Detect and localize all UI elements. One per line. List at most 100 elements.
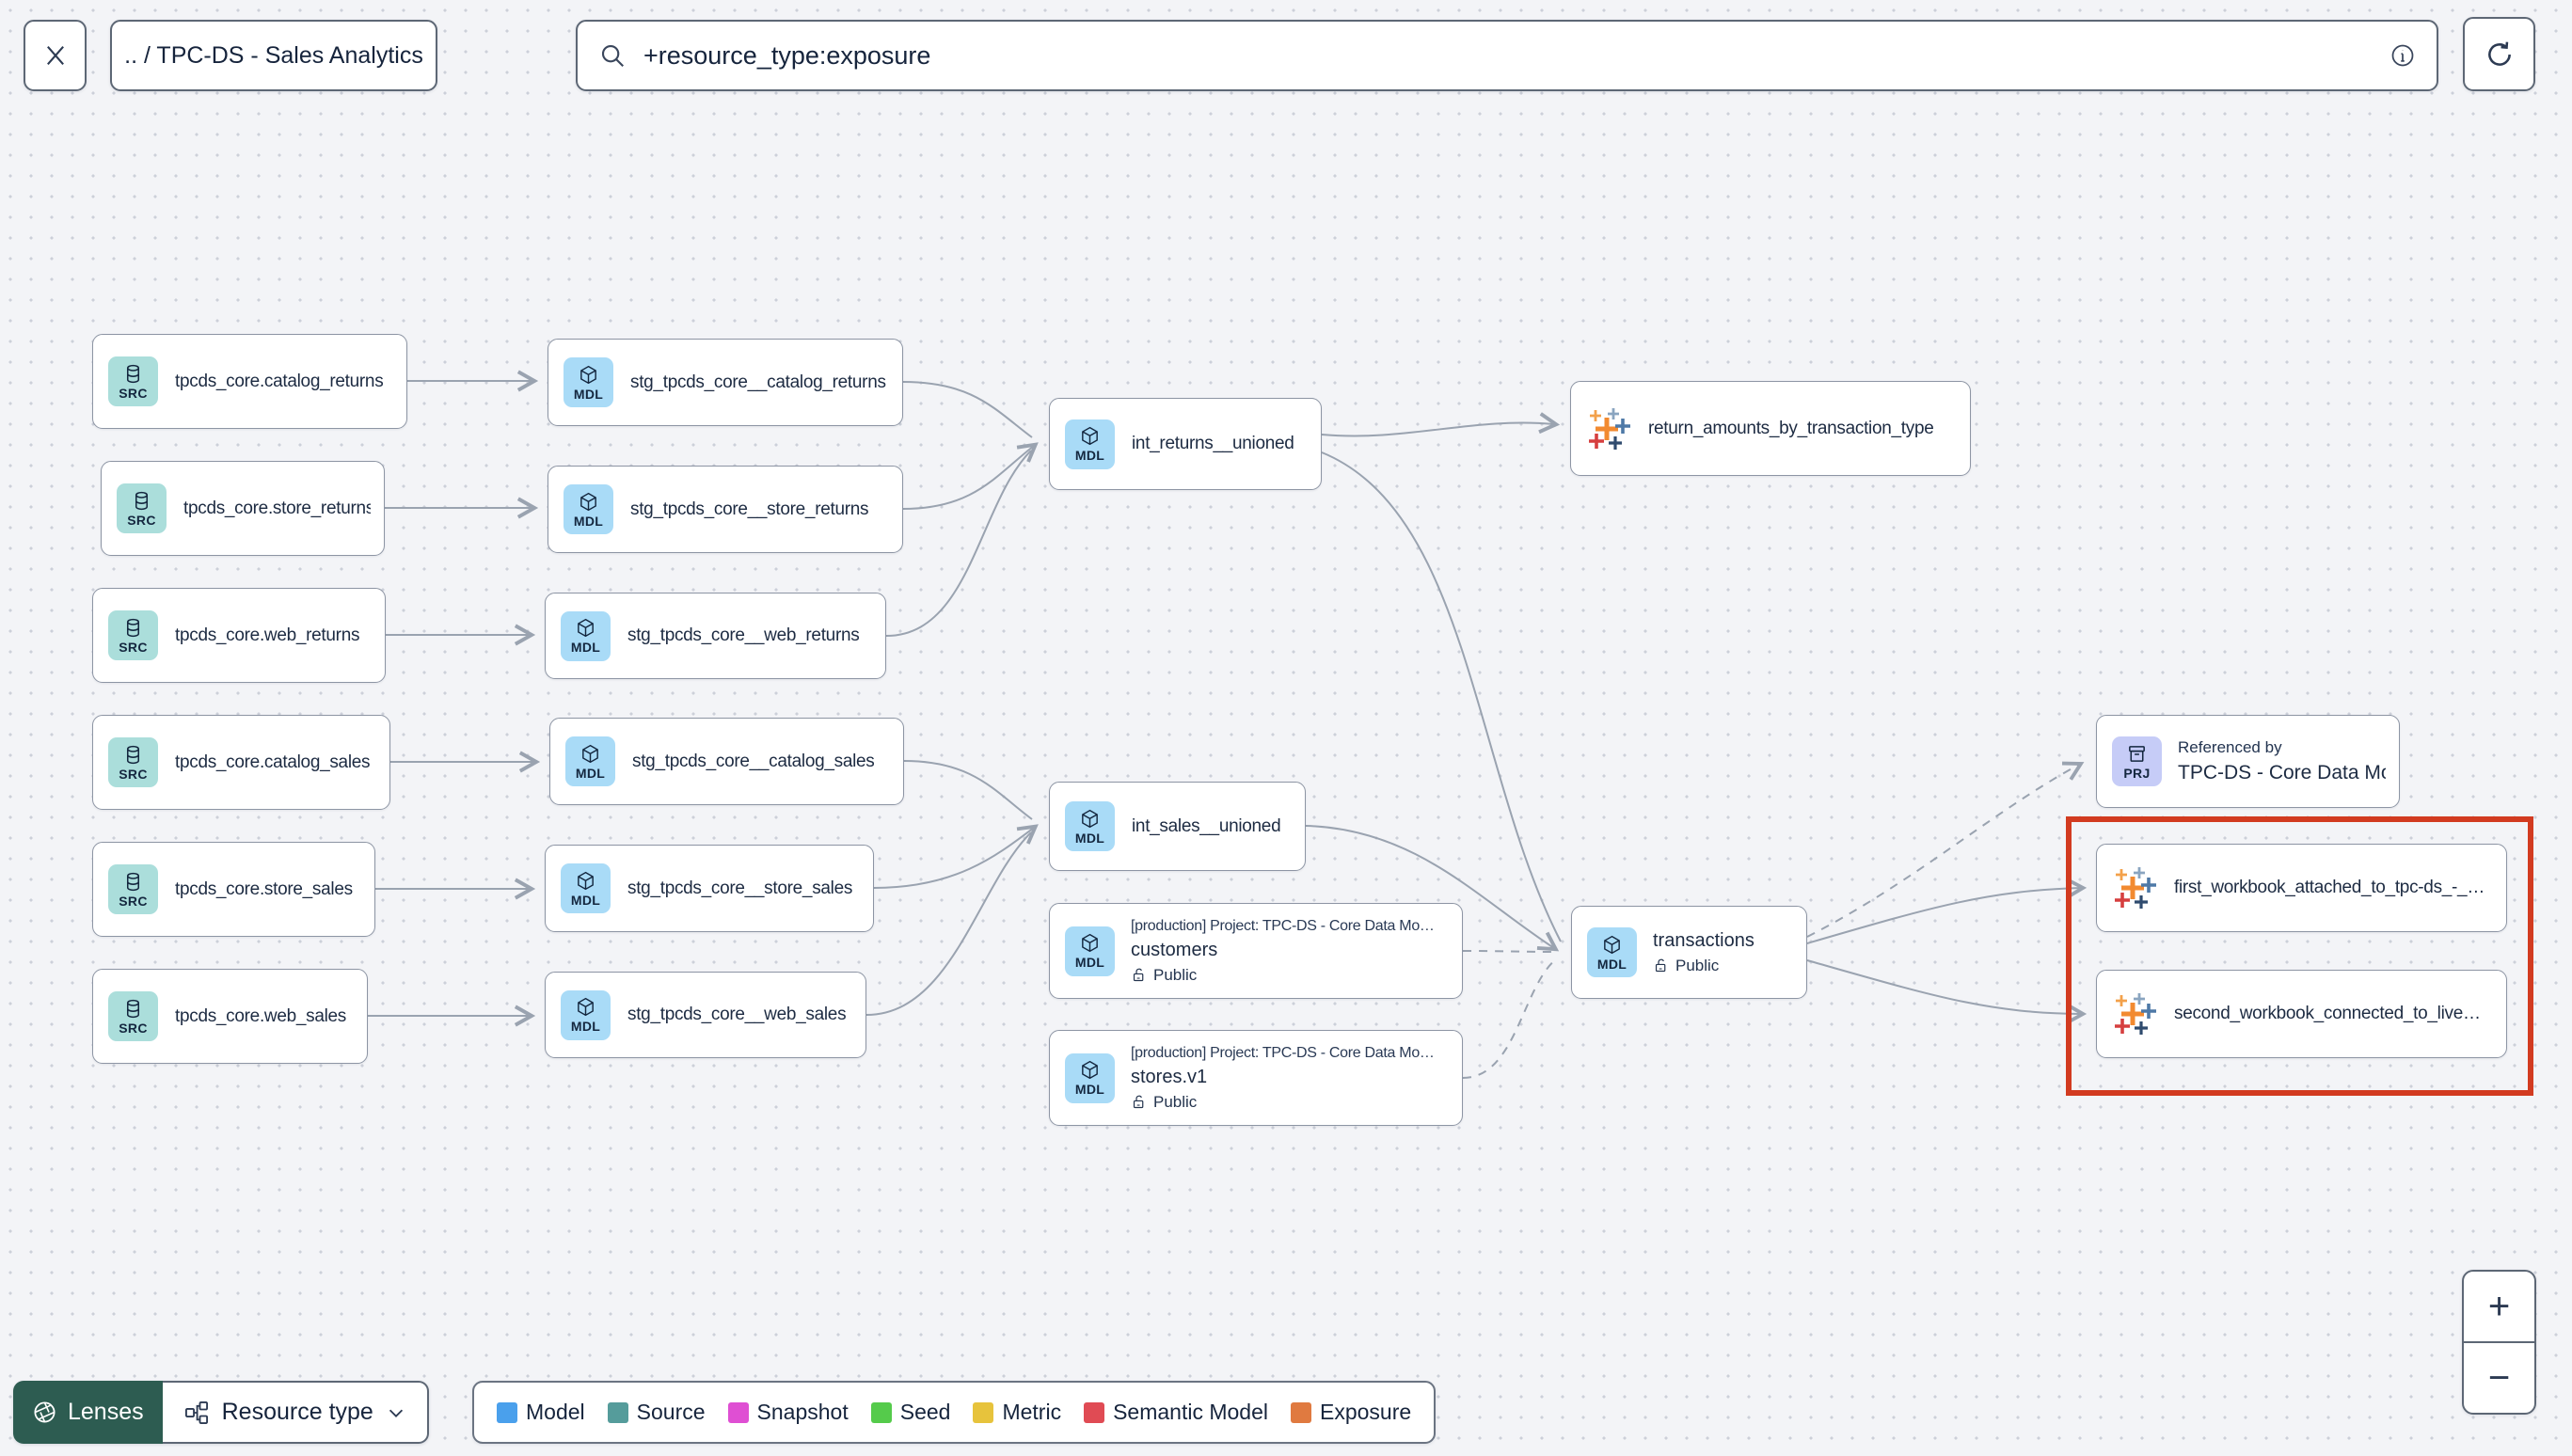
model-node-transactions[interactable]: MDL transactions Public — [1571, 906, 1807, 999]
referenced-by-label: Referenced by — [2178, 738, 2282, 756]
source-icon: SRC — [108, 356, 158, 406]
close-button[interactable] — [24, 20, 87, 91]
source-node-web-sales[interactable]: SRC tpcds_core.web_sales — [92, 969, 368, 1064]
model-node-customers[interactable]: MDL [production] Project: TPC-DS - Core … — [1049, 903, 1463, 999]
project-node-referenced-by[interactable]: PRJ Referenced by TPC-DS - Core Data Mod… — [2096, 715, 2400, 808]
model-node-stg-web-sales[interactable]: MDL stg_tpcds_core__web_sales — [545, 972, 866, 1058]
model-icon: MDL — [1587, 927, 1637, 977]
source-icon: SRC — [108, 864, 158, 914]
source-color-swatch — [607, 1401, 628, 1423]
cube-icon — [582, 744, 598, 763]
legend-item-metric: Metric — [973, 1400, 1061, 1425]
info-circle-icon[interactable] — [2389, 42, 2416, 69]
model-icon: MDL — [561, 610, 611, 661]
source-icon: SRC — [108, 737, 158, 787]
lock-open-icon — [1133, 968, 1144, 982]
model-name-label: customers — [1131, 939, 1218, 960]
database-icon — [126, 999, 140, 1018]
breadcrumb-label: .. / TPC-DS - Sales Analytics — [124, 41, 423, 69]
cube-icon — [1082, 809, 1098, 828]
cube-icon — [578, 871, 594, 890]
resource-type-legend: Model Source Snapshot Seed Metric Semant… — [472, 1381, 1437, 1444]
cube-icon — [1604, 935, 1620, 954]
chevron-down-icon — [389, 1409, 403, 1417]
tableau-icon — [2115, 867, 2156, 909]
breadcrumb[interactable]: .. / TPC-DS - Sales Analytics — [110, 20, 437, 91]
source-node-catalog-sales[interactable]: SRC tpcds_core.catalog_sales — [92, 715, 390, 810]
refresh-button[interactable] — [2463, 17, 2535, 91]
source-icon: SRC — [108, 991, 158, 1041]
source-node-store-sales[interactable]: SRC tpcds_core.store_sales — [92, 842, 375, 937]
exposure-node-second-workbook[interactable]: second_workbook_connected_to_live… — [2096, 970, 2507, 1058]
legend-item-semantic-model: Semantic Model — [1084, 1400, 1268, 1425]
database-icon — [126, 745, 140, 764]
workflow-icon — [184, 1401, 208, 1424]
model-node-stg-store-sales[interactable]: MDL stg_tpcds_core__store_sales — [545, 845, 874, 932]
project-context-label: [production] Project: TPC-DS - Core Data… — [1131, 917, 1435, 934]
lock-open-icon — [1133, 1095, 1144, 1109]
lenses-button[interactable]: Lenses — [13, 1381, 163, 1444]
refresh-icon — [2487, 41, 2511, 66]
cube-icon — [580, 492, 596, 511]
magnifier-icon — [601, 44, 625, 68]
metric-color-swatch — [973, 1401, 994, 1423]
exposure-color-swatch — [1291, 1401, 1311, 1423]
exposure-node-return-amounts[interactable]: return_amounts_by_transaction_type — [1570, 381, 1971, 476]
model-icon: MDL — [565, 736, 615, 786]
access-label: Public — [1653, 957, 1754, 975]
database-icon — [126, 618, 140, 637]
zoom-in-button[interactable]: + — [2464, 1272, 2534, 1343]
cube-icon — [1082, 426, 1098, 446]
source-node-store-returns[interactable]: SRC tpcds_core.store_returns — [101, 461, 385, 556]
model-node-int-sales-unioned[interactable]: MDL int_sales__unioned — [1049, 782, 1306, 871]
model-name-label: transactions — [1653, 929, 1754, 951]
legend-item-snapshot: Snapshot — [727, 1400, 849, 1425]
tableau-icon — [1589, 407, 1630, 450]
model-name-label: stores.v1 — [1131, 1066, 1208, 1087]
lenses-label: Lenses — [68, 1399, 144, 1425]
search-input[interactable] — [642, 40, 2374, 71]
source-node-catalog-returns[interactable]: SRC tpcds_core.catalog_returns — [92, 334, 407, 429]
database-icon — [126, 872, 140, 891]
aperture-icon — [34, 1401, 56, 1423]
model-node-stg-catalog-sales[interactable]: MDL stg_tpcds_core__catalog_sales — [549, 718, 904, 805]
cube-icon — [578, 997, 594, 1017]
model-icon: MDL — [564, 357, 613, 407]
model-icon: MDL — [1065, 801, 1115, 851]
seed-color-swatch — [870, 1401, 892, 1423]
model-icon: MDL — [1065, 419, 1115, 469]
tableau-icon — [2115, 993, 2156, 1035]
cube-icon — [1082, 933, 1098, 953]
database-icon — [126, 364, 140, 383]
search-bar — [576, 20, 2438, 91]
model-node-int-returns-unioned[interactable]: MDL int_returns__unioned — [1049, 398, 1322, 490]
zoom-controls: + − — [2462, 1270, 2536, 1415]
model-icon: MDL — [564, 484, 613, 534]
snapshot-color-swatch — [727, 1401, 749, 1423]
database-icon — [135, 491, 149, 510]
cube-icon — [580, 365, 596, 384]
legend-item-source: Source — [607, 1400, 706, 1425]
model-node-stg-store-returns[interactable]: MDL stg_tpcds_core__store_returns — [548, 466, 903, 553]
project-context-label: [production] Project: TPC-DS - Core Data… — [1131, 1044, 1435, 1061]
model-node-stores-v1[interactable]: MDL [production] Project: TPC-DS - Core … — [1049, 1030, 1463, 1126]
archive-icon — [2129, 745, 2145, 762]
legend-item-model: Model — [497, 1400, 585, 1425]
model-icon: MDL — [1065, 926, 1115, 976]
model-node-stg-web-returns[interactable]: MDL stg_tpcds_core__web_returns — [545, 593, 886, 679]
zoom-out-button[interactable]: − — [2487, 1356, 2511, 1399]
model-icon: MDL — [561, 989, 611, 1040]
exposure-node-first-workbook[interactable]: first_workbook_attached_to_tpc-ds_-_… — [2096, 844, 2507, 932]
model-icon: MDL — [1065, 1052, 1115, 1103]
source-icon: SRC — [108, 610, 158, 660]
model-color-swatch — [497, 1401, 517, 1423]
model-icon: MDL — [561, 863, 611, 913]
lens-bar: Lenses Resource type — [13, 1381, 429, 1444]
cube-icon — [1082, 1060, 1098, 1080]
resource-type-dropdown[interactable]: Resource type — [162, 1381, 429, 1444]
cube-icon — [578, 618, 594, 638]
close-icon — [46, 45, 64, 66]
model-node-stg-catalog-returns[interactable]: MDL stg_tpcds_core__catalog_returns — [548, 339, 903, 426]
source-node-web-returns[interactable]: SRC tpcds_core.web_returns — [92, 588, 386, 683]
